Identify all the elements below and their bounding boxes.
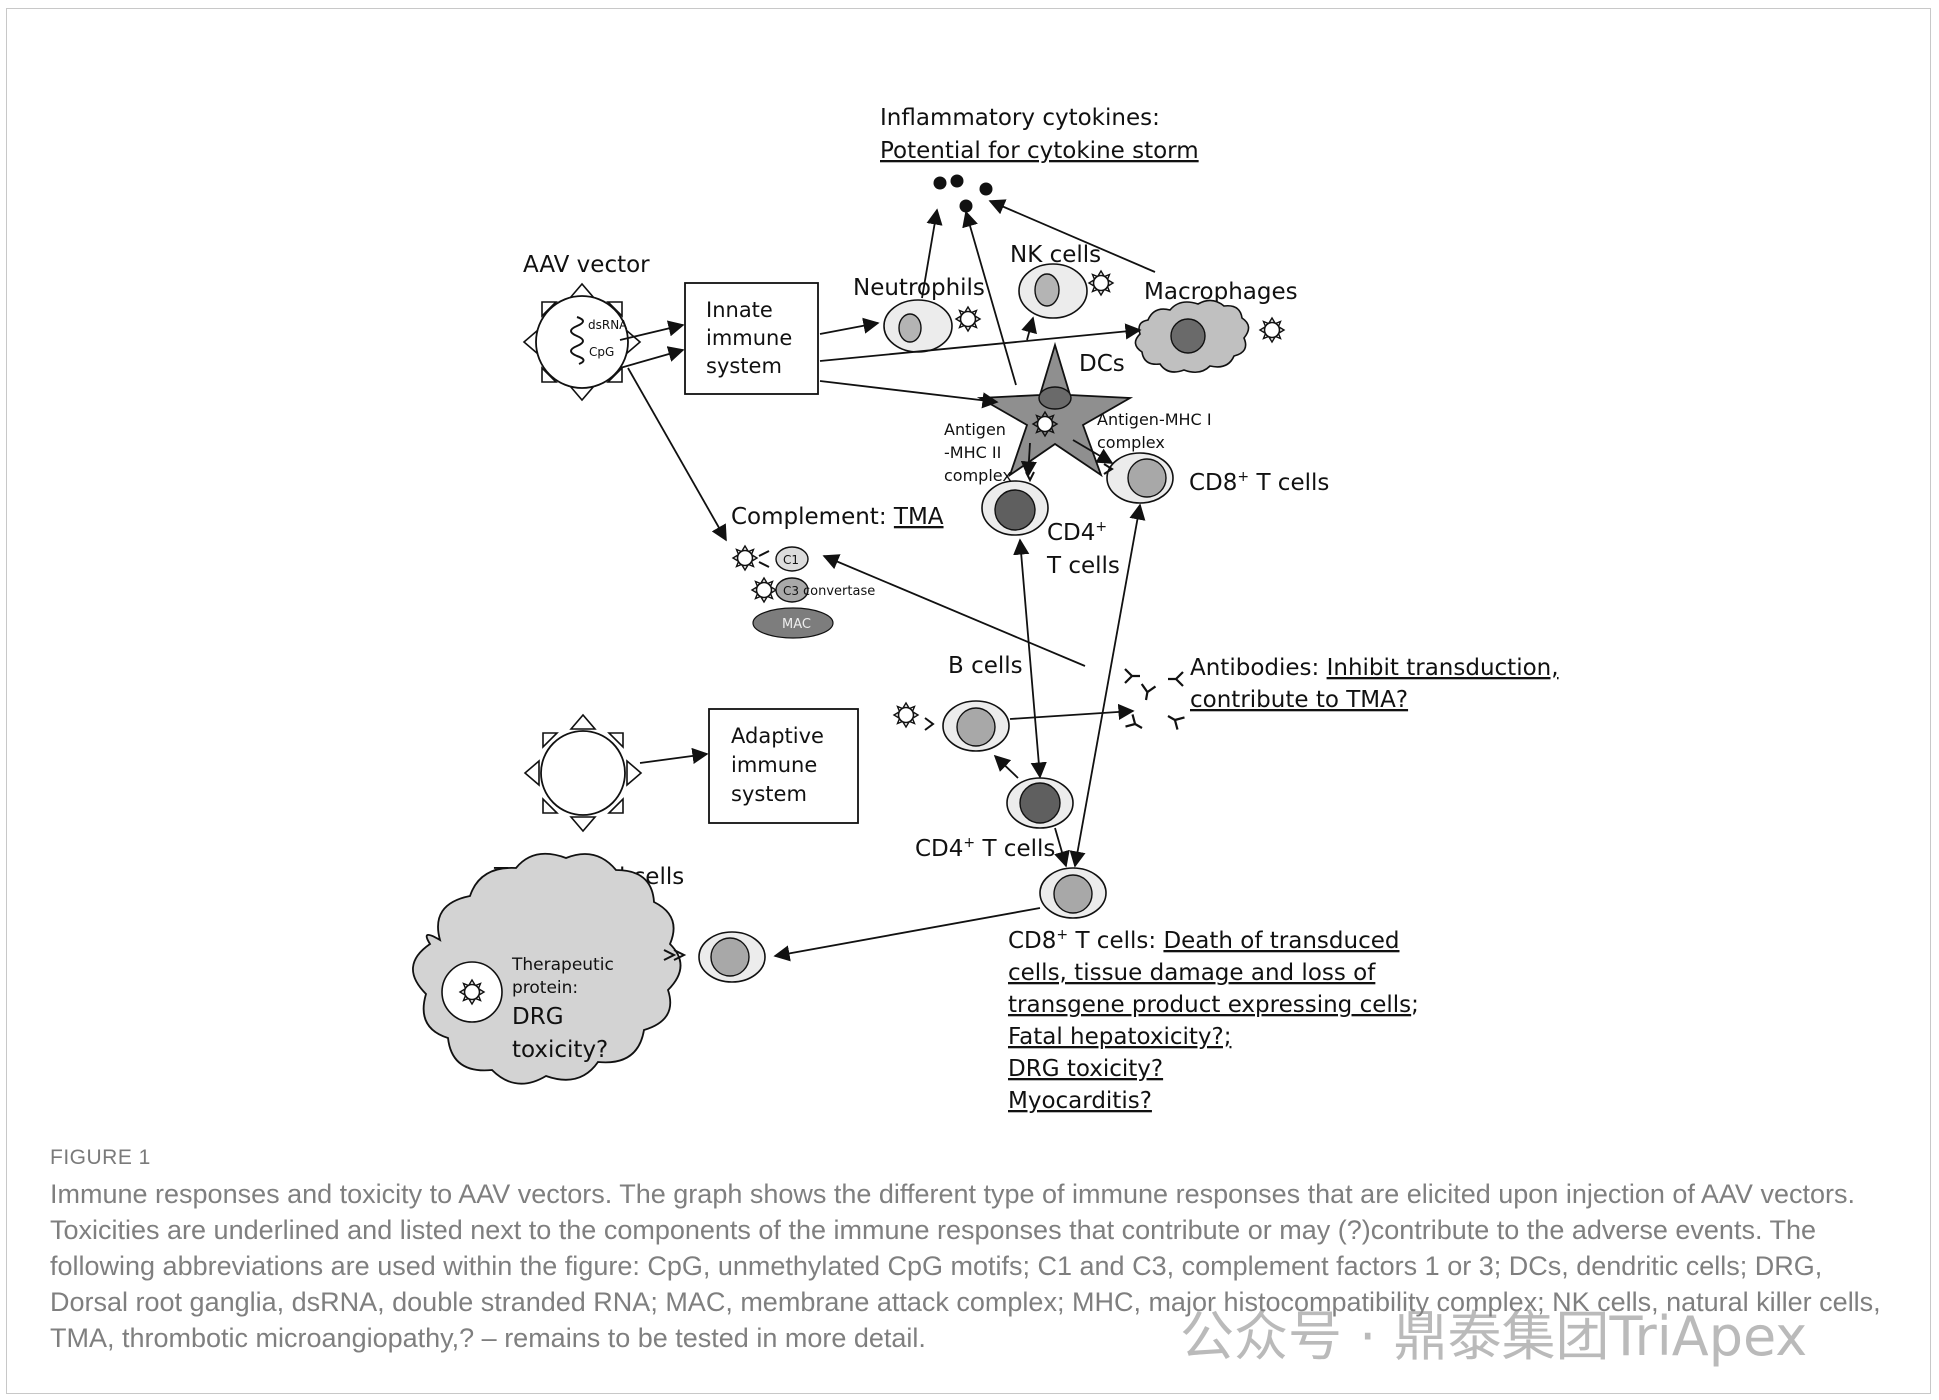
cd8-t-cells-toxicity-list: CD8+ T cells: Death of transduced cells,… (1008, 927, 1419, 1114)
aav-vector-label: AAV vector (523, 252, 650, 278)
cd8-t-cell-top (1103, 452, 1174, 504)
b-cells-label: B cells (948, 653, 1023, 679)
aav-capsid-adaptive-icon (523, 713, 643, 833)
antibodies-icon (1123, 667, 1186, 736)
svg-text:C1: C1 (783, 553, 799, 567)
svg-text:immune: immune (731, 753, 817, 777)
antibodies-label: Antibodies: Inhibit transduction, (1190, 655, 1559, 681)
cytokine-dots (933, 174, 993, 213)
svg-text:Antigen: Antigen (944, 420, 1006, 439)
pathway-arrows (619, 199, 1156, 962)
svg-text:complex: complex (1097, 433, 1165, 452)
svg-text:dsRNA: dsRNA (588, 318, 628, 332)
svg-text:C3: C3 (783, 584, 799, 598)
svg-text:Antigen-MHC I: Antigen-MHC I (1097, 410, 1212, 429)
svg-text:Myocarditis?: Myocarditis? (1008, 1088, 1152, 1114)
macrophages-label: Macrophages (1144, 279, 1298, 305)
neutrophils-label: Neutrophils (853, 275, 985, 301)
antigen-icon (1088, 270, 1114, 296)
svg-text:Innate: Innate (706, 298, 773, 322)
svg-text:-MHC II: -MHC II (944, 443, 1001, 462)
cd4-t-cells-top-label-line2: T cells (1046, 553, 1120, 579)
svg-text:Therapeutic: Therapeutic (511, 955, 614, 975)
svg-text:Adaptive: Adaptive (731, 724, 824, 748)
svg-text:CD8+ T cells: Death of transdu: CD8+ T cells: Death of transduced (1008, 927, 1399, 954)
svg-text:system: system (731, 782, 807, 806)
cd4-t-cells-bottom-label: CD4+ T cells (915, 835, 1055, 862)
antigen-icon (1259, 317, 1285, 343)
neutrophil-cell (883, 299, 953, 353)
transduced-cell-cloud: Therapeutic protein: DRG toxicity? (412, 852, 687, 1085)
inflammatory-cytokines-label: Inflammatory cytokines: (880, 105, 1160, 131)
svg-text:toxicity?: toxicity? (512, 1037, 608, 1063)
immune-response-diagram: Inflammatory cytokines: Potential for cy… (412, 105, 1559, 1114)
svg-text:convertase: convertase (803, 584, 875, 599)
cd4-t-cell-top (981, 471, 1049, 536)
b-cell (924, 700, 1010, 752)
antigen-icon (955, 306, 981, 332)
antigen-icon (893, 702, 919, 728)
svg-text:CpG: CpG (589, 345, 614, 359)
figure-caption: Immune responses and toxicity to AAV vec… (50, 1179, 1881, 1353)
macrophage-cell (1134, 299, 1250, 374)
aav-vector-capsid-icon: dsRNA CpG (522, 282, 642, 402)
complement-cascade: C1 C3 convertase MAC (732, 545, 875, 639)
antibodies-toxicity-line2: contribute to TMA? (1190, 687, 1408, 713)
cd8-t-cell-bottom (1039, 867, 1107, 919)
svg-text:DRG: DRG (512, 1004, 564, 1030)
wechat-watermark: 公众号 · 鼎泰集团TriApex (1180, 1305, 1808, 1368)
adaptive-immune-system-box: Adaptive immune system (708, 708, 859, 824)
cytokine-storm-toxicity: Potential for cytokine storm (880, 138, 1199, 164)
cd4-t-cells-top-label: CD4+ (1047, 519, 1107, 546)
svg-text:immune: immune (706, 326, 792, 350)
svg-text:protein:: protein: (512, 978, 578, 998)
dendritic-cell-star (976, 341, 1134, 478)
dcs-label: DCs (1079, 351, 1125, 377)
svg-text:DRG toxicity?: DRG toxicity? (1008, 1056, 1163, 1082)
svg-text:Fatal hepatoxicity?;: Fatal hepatoxicity?; (1008, 1024, 1231, 1050)
svg-text:transgene product expressing c: transgene product expressing cells; (1008, 992, 1419, 1018)
innate-immune-system-box: Innate immune system (684, 282, 819, 395)
effector-cd8-cell (698, 931, 766, 983)
svg-text:MAC: MAC (782, 617, 811, 632)
figure-frame (6, 8, 1931, 1394)
svg-text:complex: complex (944, 466, 1012, 485)
svg-text:cells, tissue damage and loss: cells, tissue damage and loss of (1008, 960, 1376, 986)
svg-text:system: system (706, 354, 782, 378)
figure-title: FIGURE 1 (50, 1146, 151, 1169)
mhc-i-label: Antigen-MHC I complex (1097, 410, 1212, 452)
nk-cell (1018, 263, 1088, 319)
mhc-ii-label: Antigen -MHC II complex (944, 420, 1012, 485)
cd4-t-cell-bottom (1006, 777, 1074, 829)
complement-label: Complement: TMA (731, 504, 944, 530)
cd8-t-cells-top-label: CD8+ T cells (1189, 469, 1329, 496)
